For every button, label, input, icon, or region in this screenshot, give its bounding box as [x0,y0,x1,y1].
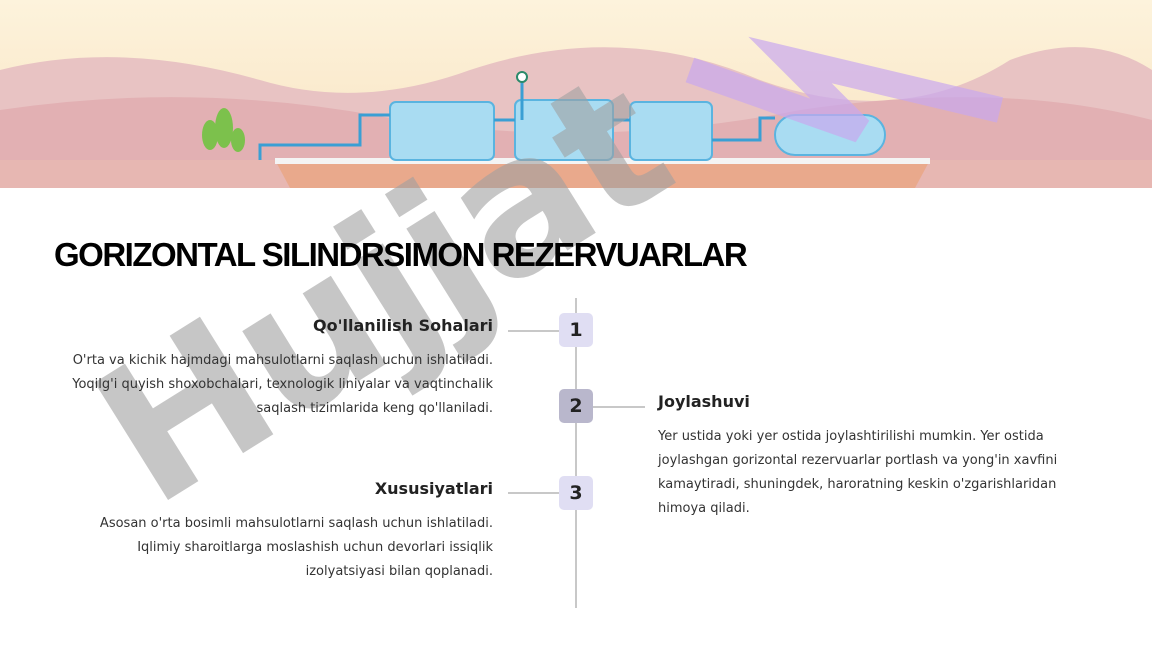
step-badge-3: 3 [559,476,593,510]
step-badge-2: 2 [559,389,593,423]
timeline-line [575,298,577,608]
item-description-3: Asosan o'rta bosimli mahsulotlarni saqla… [99,516,493,579]
item-description-2: Yer ustida yoki yer ostida joylashtirili… [658,429,1058,516]
item-title-3: Xususiyatlari [374,479,493,498]
page-title: GORIZONTAL SILINDRSIMON REZERVUARLAR [54,236,748,273]
step-badge-1: 1 [559,313,593,347]
banner-illustration [0,0,1152,188]
connector-2 [593,406,645,408]
connector-1 [508,330,560,332]
item-title-2: Joylashuvi [658,392,750,411]
item-title-1: Qo'llanilish Sohalari [313,316,493,335]
connector-3 [508,492,560,494]
item-description-1: O'rta va kichik hajmdagi mahsulotlarni s… [72,353,493,416]
